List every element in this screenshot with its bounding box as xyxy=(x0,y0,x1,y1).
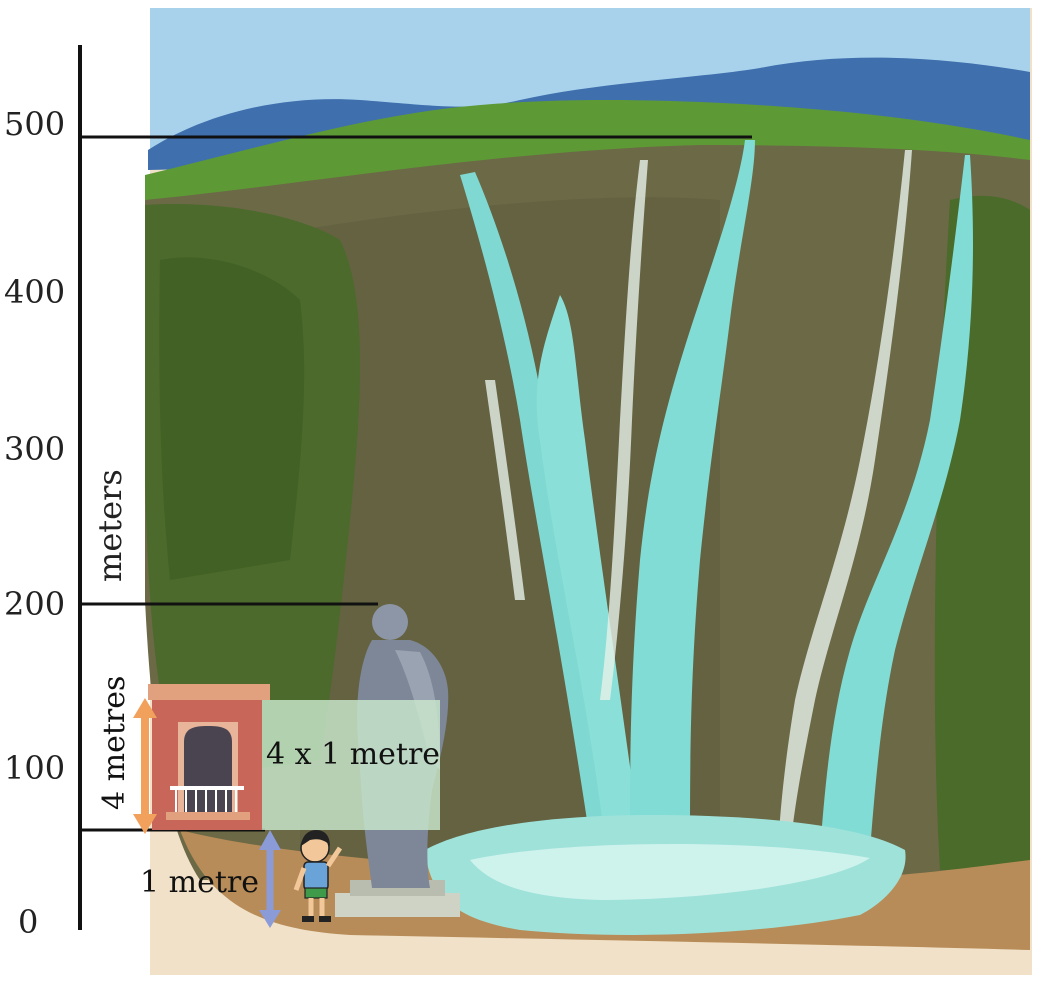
child-height-label: 1 metre xyxy=(140,865,259,900)
tick-label-500: 500 xyxy=(4,105,66,143)
child-figure xyxy=(293,830,343,922)
wall-height-label: 4 metres xyxy=(97,675,132,810)
axis-unit-label: meters xyxy=(91,469,129,582)
brick-wall xyxy=(148,684,270,830)
waterfalls xyxy=(425,140,973,935)
tick-label-200: 200 xyxy=(4,585,66,623)
child-height-arrow xyxy=(259,830,281,928)
tick-label-100: 100 xyxy=(4,749,66,787)
wall-height-arrow xyxy=(133,698,157,834)
wall-area-panel xyxy=(262,700,440,830)
tick-label-400: 400 xyxy=(4,273,66,311)
tick-label-300: 300 xyxy=(4,430,66,468)
wall-area-label: 4 x 1 metre xyxy=(266,737,441,772)
tick-label-0: 0 xyxy=(18,903,39,941)
left-foliage-dark xyxy=(159,257,305,580)
